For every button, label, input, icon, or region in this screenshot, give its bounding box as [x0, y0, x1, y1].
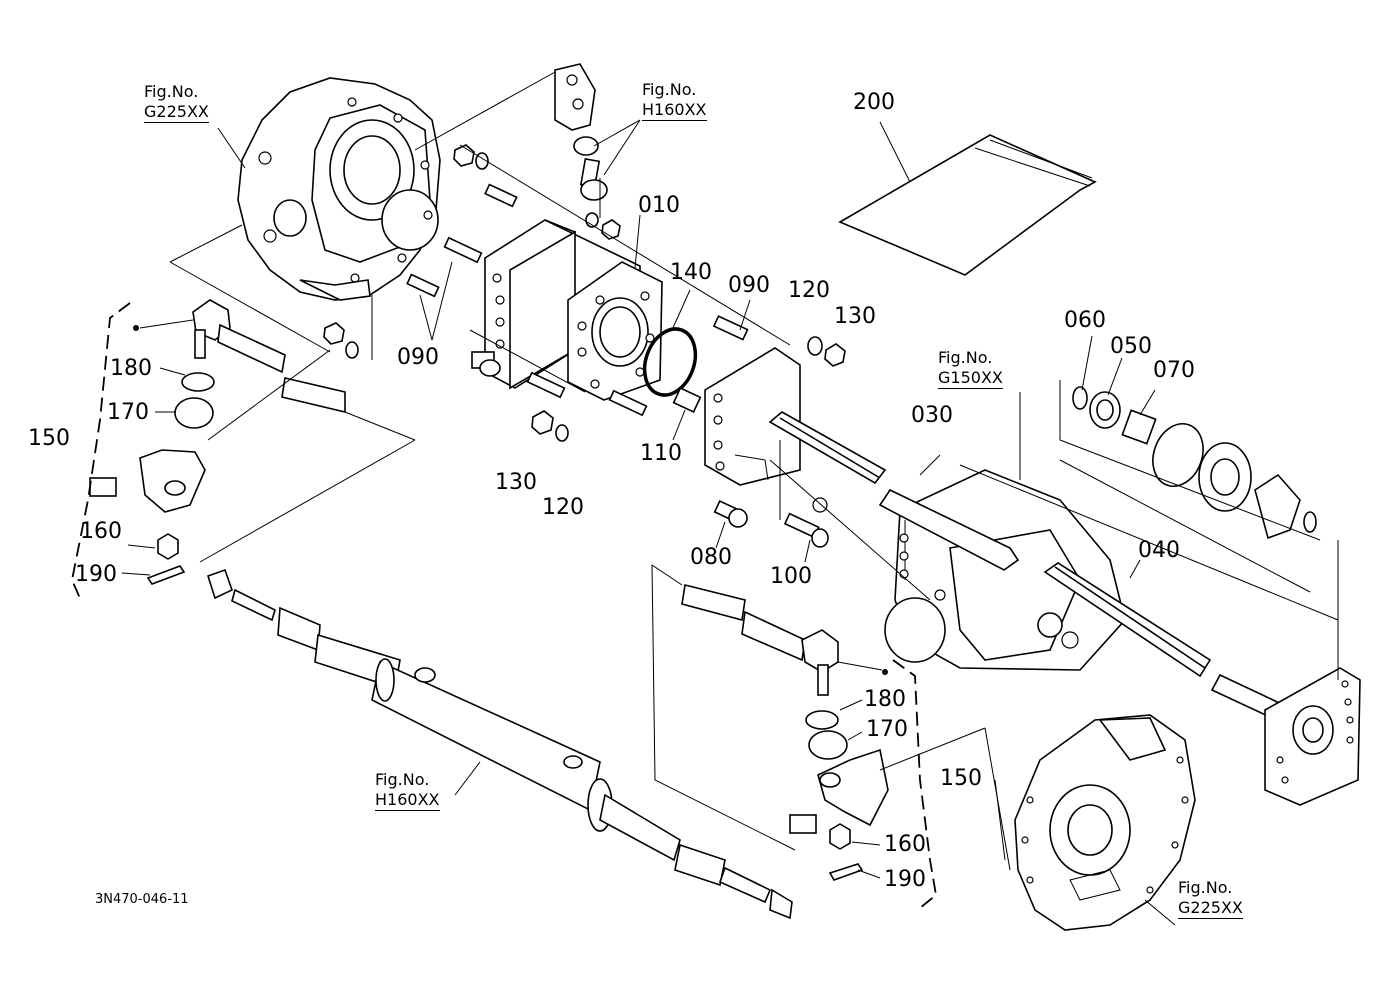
callout-120-right: 120 — [788, 278, 830, 303]
fig-ref-h160-bottom: Fig.No. H160XX — [375, 770, 440, 811]
callout-060: 060 — [1064, 308, 1106, 333]
hydraulic-cylinder — [207, 568, 793, 920]
tie-rod-left — [89, 299, 346, 585]
bearings-set — [1072, 386, 1317, 540]
callout-160-left: 160 — [80, 519, 122, 544]
fig-ref-h160-top: Fig.No. H160XX — [642, 80, 707, 121]
callout-140: 140 — [670, 260, 712, 285]
callout-200: 200 — [853, 90, 895, 115]
right-end-plate — [1264, 667, 1361, 806]
fig-ref-g150: Fig.No. G150XX — [938, 348, 1003, 389]
callout-100: 100 — [770, 564, 812, 589]
o-ring-140 — [642, 327, 698, 397]
callout-090-right: 090 — [728, 273, 770, 298]
callout-110: 110 — [640, 441, 682, 466]
tie-rod-right — [681, 584, 889, 881]
hex-nuts-upper — [323, 144, 489, 359]
callout-170-right: 170 — [866, 717, 908, 742]
callout-120-left: 120 — [542, 495, 584, 520]
callout-070: 070 — [1153, 358, 1195, 383]
callout-030: 030 — [911, 403, 953, 428]
lower-right-housing — [1014, 714, 1196, 931]
fig-ref-g225-bottom: Fig.No. G225XX — [1178, 878, 1243, 919]
fig-ref-g225-top: Fig.No. G225XX — [144, 82, 209, 123]
callout-040: 040 — [1138, 538, 1180, 563]
callout-130-left: 130 — [495, 470, 537, 495]
callout-050: 050 — [1110, 334, 1152, 359]
top-bracket — [554, 63, 608, 201]
callout-190-left: 190 — [75, 562, 117, 587]
callout-170-left: 170 — [107, 400, 149, 425]
callout-150-left: 150 — [28, 426, 70, 451]
studs-090 — [406, 183, 518, 298]
decal-sheet-200 — [838, 134, 1097, 276]
center-tube-010 — [484, 219, 663, 401]
callout-160-right: 160 — [884, 832, 926, 857]
callout-190-right: 190 — [884, 867, 926, 892]
callout-130-right: 130 — [834, 304, 876, 329]
callout-180-left: 180 — [110, 356, 152, 381]
left-axle-housing — [237, 77, 441, 301]
callout-180-right: 180 — [864, 687, 906, 712]
callout-090-left: 090 — [397, 345, 439, 370]
drawing-number: 3N470-046-11 — [95, 892, 189, 907]
axle-shafts — [768, 411, 1291, 726]
callout-080: 080 — [690, 545, 732, 570]
callout-150-right: 150 — [940, 766, 982, 791]
callout-010: 010 — [638, 193, 680, 218]
